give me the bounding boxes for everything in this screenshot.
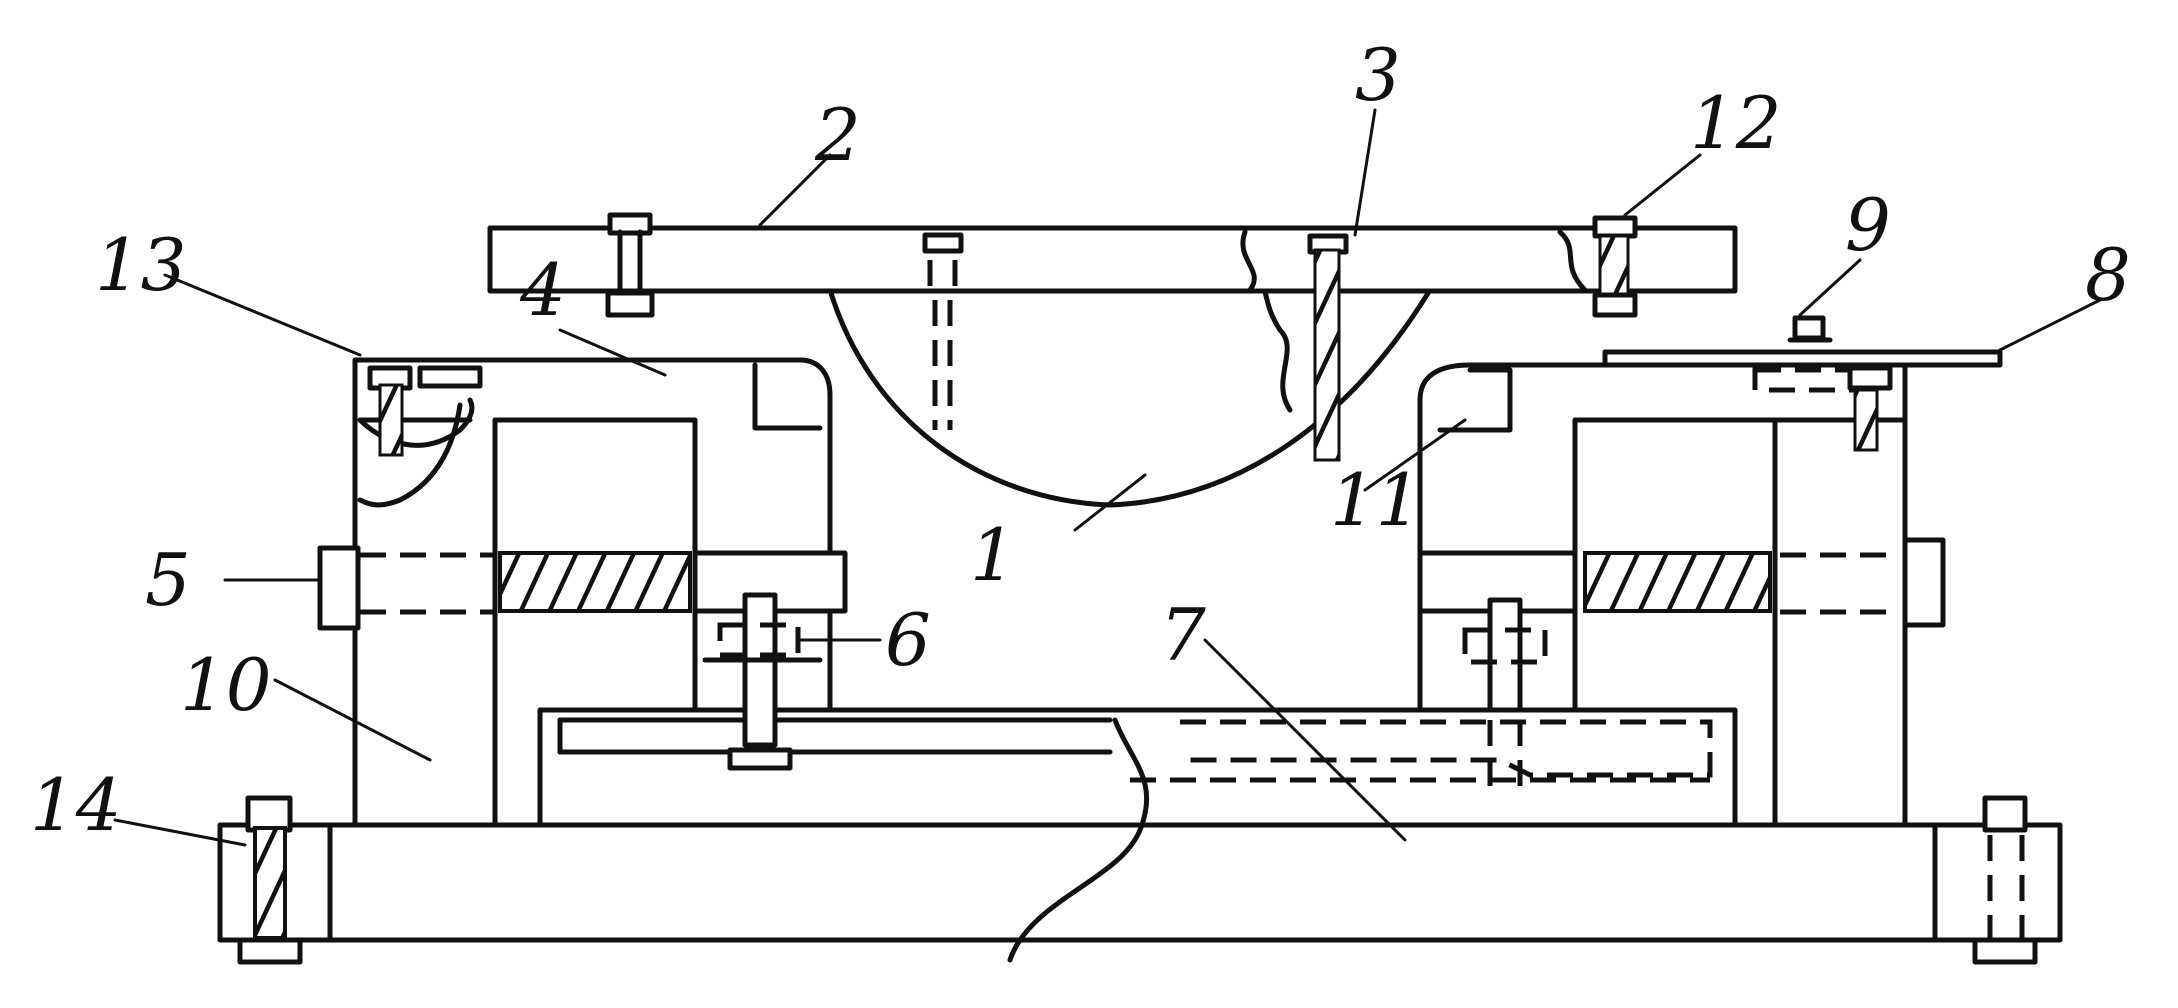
label-7: 7 — [1160, 593, 1206, 677]
top-plate — [490, 215, 1735, 460]
leader-lines — [115, 110, 2100, 845]
label-8: 8 — [2085, 233, 2131, 317]
label-9: 9 — [1845, 183, 1891, 267]
label-4: 4 — [519, 248, 566, 332]
label-2: 2 — [814, 93, 861, 177]
label-3: 3 — [1355, 33, 1401, 117]
label-5: 5 — [145, 538, 191, 622]
label-14: 14 — [30, 763, 122, 847]
label-10: 10 — [180, 643, 272, 727]
label-1: 1 — [970, 513, 1016, 597]
right-base-bolt — [1975, 798, 2035, 962]
part-labels: 2 3 12 9 8 13 4 11 1 5 6 7 10 14 — [30, 33, 2131, 847]
label-12: 12 — [1690, 81, 1782, 165]
left-base-bolt — [240, 798, 300, 962]
label-11: 11 — [1330, 458, 1422, 542]
label-13: 13 — [95, 223, 187, 307]
label-6: 6 — [885, 598, 931, 682]
indicator-plate — [1605, 318, 2000, 450]
